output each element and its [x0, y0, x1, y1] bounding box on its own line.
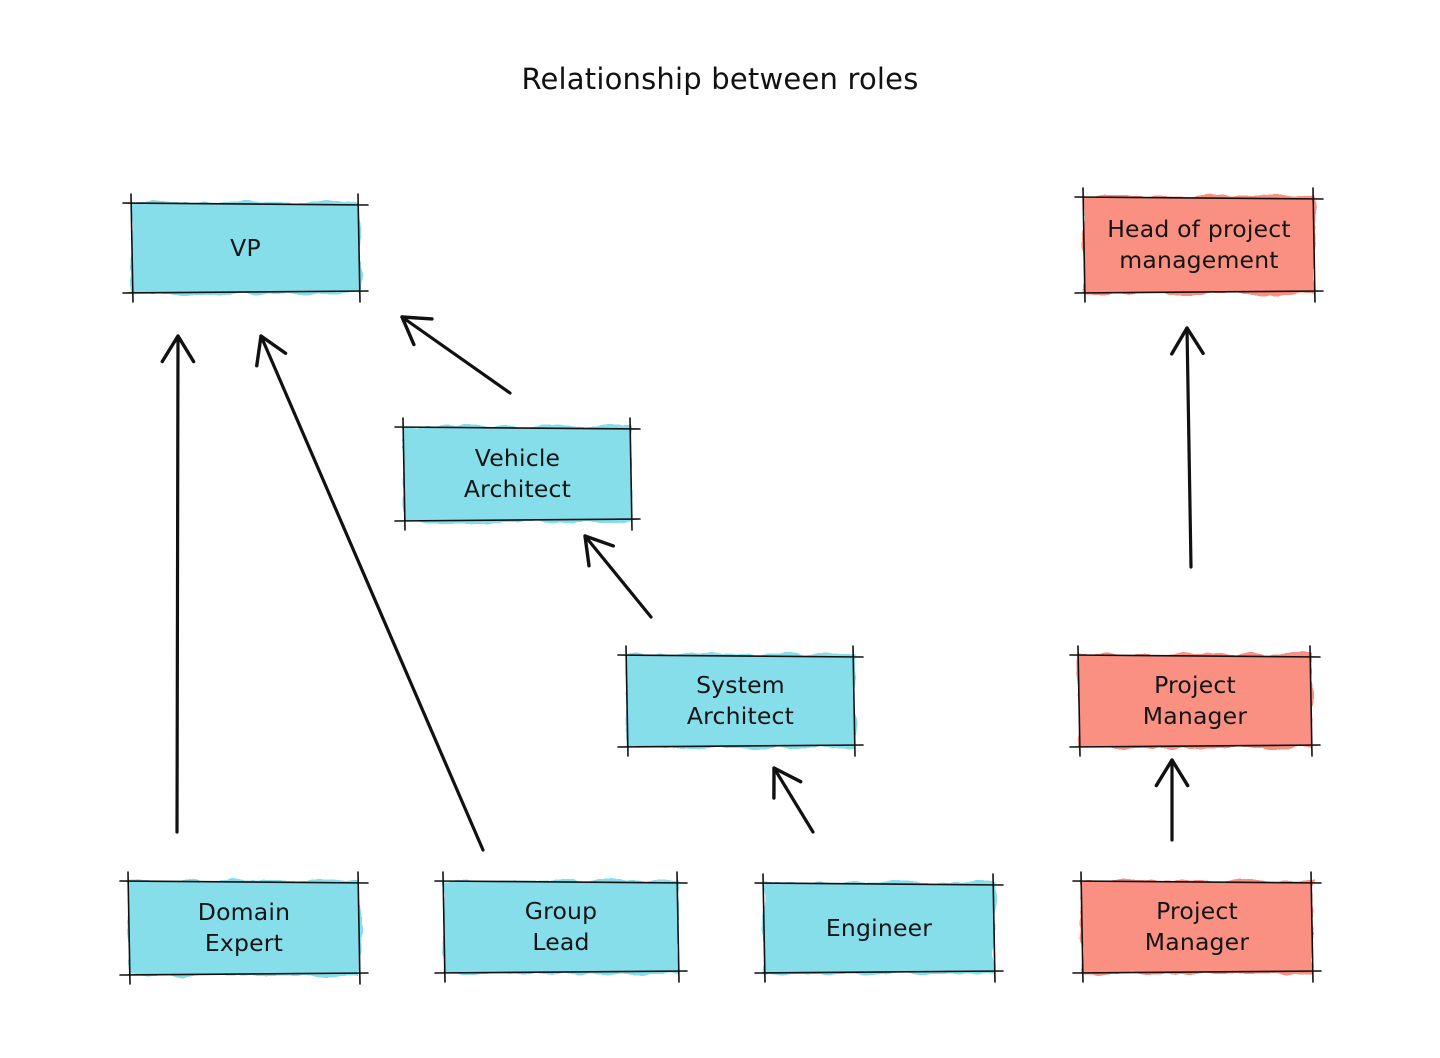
box-edge-top	[1072, 880, 1322, 884]
role-box-fill	[1078, 654, 1312, 748]
box-edge-top	[617, 654, 864, 658]
box-edge-bottom	[617, 744, 864, 748]
box-edge-left	[1077, 645, 1081, 757]
box-edge-left	[625, 645, 629, 757]
box-edge-bottom	[119, 972, 369, 976]
box-edge-left	[1080, 871, 1084, 983]
box-edge-top	[1074, 196, 1324, 200]
role-box-vp	[122, 193, 369, 303]
role-box-fill	[626, 654, 855, 748]
box-edge-right	[992, 873, 996, 983]
arrow-vehicle-architect-to-vp	[400, 315, 512, 395]
arrow-shaft	[175, 334, 180, 834]
arrow-system-architect-to-vehicle-architect	[583, 534, 653, 619]
box-edge-bottom	[1074, 290, 1324, 294]
arrow-head	[400, 315, 434, 347]
role-boxes	[119, 187, 1324, 985]
role-box-vehicle-architect	[394, 417, 641, 531]
box-edge-top	[122, 202, 369, 206]
box-edge-right	[357, 871, 361, 985]
box-edge-left	[402, 417, 406, 531]
box-edge-right	[852, 645, 856, 757]
arrow-shaft	[400, 315, 512, 395]
box-edge-bottom	[754, 970, 1004, 974]
arrow-head	[1170, 326, 1205, 356]
role-box-fill	[1081, 880, 1313, 974]
box-edge-right	[1310, 871, 1314, 983]
box-edge-bottom	[122, 290, 369, 294]
box-edge-right	[357, 193, 361, 303]
arrow-project-manager-senior-to-head-of-pm	[1170, 326, 1205, 569]
role-box-fill	[443, 880, 679, 974]
diagram-title: Relationship between roles	[521, 62, 919, 96]
box-edge-left	[127, 871, 131, 985]
role-box-group-lead	[434, 871, 688, 983]
box-edge-right	[1312, 187, 1316, 303]
role-box-fill	[763, 882, 995, 974]
arrow-head	[255, 334, 288, 368]
arrow-group-lead-to-vp	[255, 334, 485, 852]
arrow-shaft	[259, 334, 485, 852]
arrow-project-manager-to-project-manager-senior	[1154, 758, 1190, 842]
box-edge-left	[442, 871, 446, 983]
role-box-fill	[131, 202, 360, 294]
box-edge-right	[676, 871, 680, 983]
box-edge-left	[130, 193, 134, 303]
arrow-shaft	[583, 534, 653, 619]
box-edge-left	[762, 873, 766, 983]
box-edge-bottom	[1069, 744, 1321, 748]
arrow-head	[1154, 758, 1190, 788]
role-box-fill	[403, 426, 632, 522]
arrow-engineer-to-system-architect	[772, 766, 815, 834]
box-edge-bottom	[434, 970, 688, 974]
role-box-system-architect	[617, 645, 864, 757]
role-box-fill	[128, 880, 360, 976]
relationship-arrows	[160, 315, 1205, 852]
box-edge-top	[754, 882, 1004, 886]
role-box-head-of-pm	[1074, 187, 1324, 303]
arrow-shaft	[1185, 326, 1193, 569]
box-edge-top	[394, 426, 641, 430]
role-box-project-manager	[1072, 871, 1322, 983]
box-edge-right	[629, 417, 633, 531]
box-edge-top	[1069, 654, 1321, 658]
arrow-head	[160, 334, 196, 364]
role-box-engineer	[754, 873, 1004, 983]
box-edge-bottom	[394, 518, 641, 522]
box-edge-bottom	[1072, 970, 1322, 974]
role-box-project-manager-senior	[1069, 645, 1321, 757]
role-box-fill	[1083, 196, 1315, 294]
box-edge-top	[119, 880, 369, 884]
arrow-domain-expert-to-vp	[160, 334, 196, 834]
box-edge-right	[1309, 645, 1313, 757]
arrow-head	[583, 534, 616, 568]
arrow-head	[772, 766, 803, 800]
arrow-shaft	[772, 766, 815, 834]
role-box-domain-expert	[119, 871, 369, 985]
box-edge-top	[434, 880, 688, 884]
box-edge-left	[1082, 187, 1086, 303]
